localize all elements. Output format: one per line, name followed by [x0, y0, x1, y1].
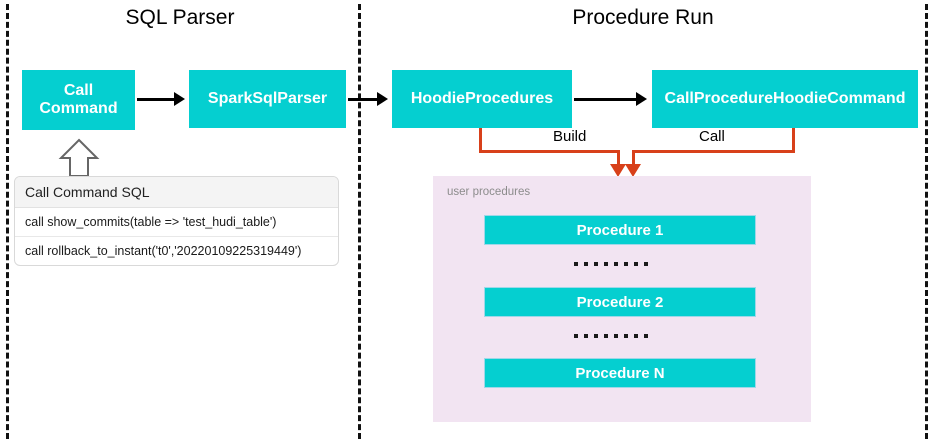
section-title-procedure-run: Procedure Run: [572, 6, 714, 29]
node-call-command-line1: Call: [63, 81, 94, 99]
arrow-call-command-to-parser-line: [137, 98, 175, 101]
section-divider-middle: [358, 4, 361, 439]
node-call-command[interactable]: Call Command: [22, 70, 135, 130]
call-command-sql-box: Call Command SQL call show_commits(table…: [14, 176, 339, 266]
arrow-parser-to-procedures-line: [348, 98, 378, 101]
arrow-call-command-to-parser-head: [174, 92, 185, 106]
node-spark-sql-parser[interactable]: SparkSqlParser: [189, 70, 346, 128]
edge-label-build: Build: [549, 128, 591, 145]
build-edge-vertical-end: [617, 150, 620, 166]
section-divider-left: [6, 4, 9, 439]
call-edge-arrowhead: [625, 164, 641, 177]
sql-statement-row: call rollback_to_instant('t0','202201092…: [25, 244, 302, 258]
up-arrow-icon: [58, 138, 100, 177]
arrow-procedures-to-command-head: [636, 92, 647, 106]
procedure-item[interactable]: Procedure 2: [484, 287, 756, 317]
node-call-command-line2: Command: [39, 100, 118, 117]
section-divider-right: [925, 4, 928, 439]
build-edge-arrowhead: [610, 164, 626, 177]
user-procedures-label: user procedures: [447, 186, 531, 198]
call-command-sql-header: Call Command SQL: [15, 177, 338, 208]
call-edge-vertical-start: [792, 128, 795, 152]
arrow-procedures-to-command-line: [574, 98, 637, 101]
procedure-item[interactable]: Procedure 1: [484, 215, 756, 245]
arrow-parser-to-procedures-head: [377, 92, 388, 106]
sql-statement-row: call show_commits(table => 'test_hudi_ta…: [15, 208, 338, 237]
ellipsis-dots: [574, 262, 648, 266]
node-call-procedure-hoodie-command[interactable]: CallProcedureHoodieCommand: [652, 70, 918, 128]
ellipsis-dots: [574, 334, 648, 338]
build-edge-vertical-start: [479, 128, 482, 152]
build-edge-horizontal: [479, 150, 619, 153]
user-procedures-panel: user procedures Procedure 1 Procedure 2 …: [433, 176, 811, 422]
node-hoodie-procedures[interactable]: HoodieProcedures: [392, 70, 572, 128]
call-edge-vertical-end: [632, 150, 635, 166]
procedure-item[interactable]: Procedure N: [484, 358, 756, 388]
edge-label-call: Call: [695, 128, 729, 145]
call-edge-horizontal: [632, 150, 795, 153]
section-title-sql-parser: SQL Parser: [125, 6, 235, 29]
